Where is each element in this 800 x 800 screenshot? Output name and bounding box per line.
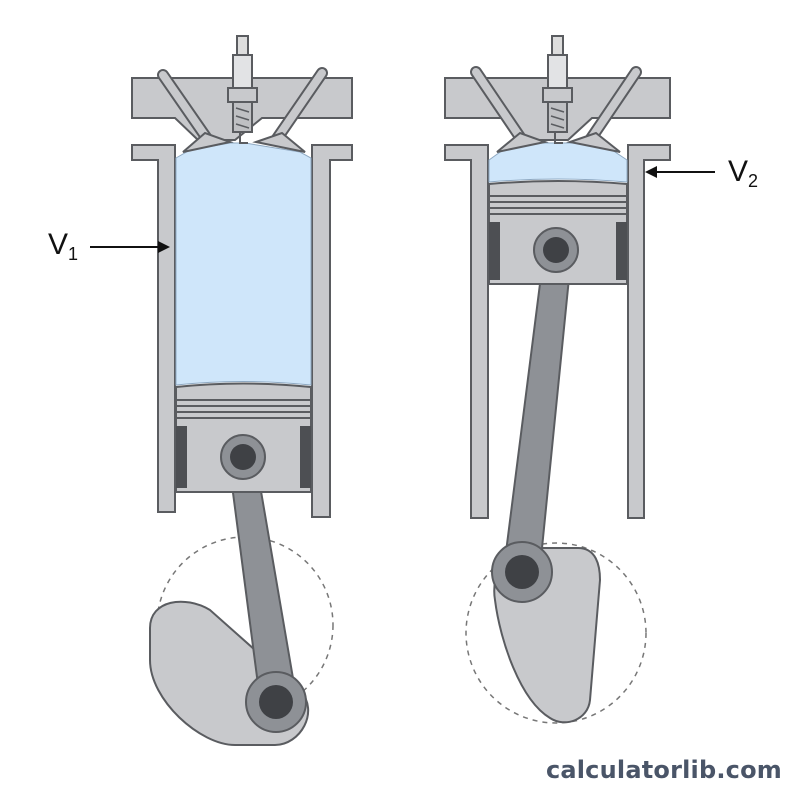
spark-plug-left	[227, 35, 258, 144]
label-v1-subscript: 1	[68, 244, 79, 264]
wrist-pin-right	[543, 237, 569, 263]
intake-valve-right	[470, 66, 549, 153]
crank-pin-right	[505, 555, 539, 589]
cylinder-wall-right-engine-right	[627, 144, 671, 519]
crank-path-right	[465, 542, 647, 724]
label-v1: V1	[48, 228, 79, 264]
piston-left	[175, 382, 312, 493]
connecting-rod-left	[227, 461, 307, 733]
cylinder-wall-right-outer	[311, 144, 353, 518]
arrowhead-v1	[158, 241, 170, 253]
engine-right	[444, 35, 715, 724]
piston-right	[488, 180, 628, 285]
connecting-rod-right	[491, 267, 572, 603]
label-v2-subscript: 2	[748, 171, 759, 191]
engine-left	[90, 35, 353, 746]
exhaust-valve-right	[566, 66, 642, 153]
cylinder-wall-left-outer	[131, 144, 176, 513]
intake-valve-left	[157, 69, 234, 153]
spark-plug-right	[542, 35, 573, 144]
arrowhead-v2	[645, 166, 657, 178]
label-v2: V2	[728, 155, 759, 191]
gas-volume-v1	[175, 142, 312, 386]
label-v2-letter: V	[728, 155, 749, 188]
cylinder-wall-right-engine-left	[444, 144, 489, 519]
wrist-pin-left	[230, 444, 256, 470]
exhaust-valve-left	[252, 67, 328, 153]
label-v1-letter: V	[48, 228, 69, 261]
crank-pin-left	[259, 685, 293, 719]
watermark-text: calculatorlib.com	[545, 756, 782, 784]
